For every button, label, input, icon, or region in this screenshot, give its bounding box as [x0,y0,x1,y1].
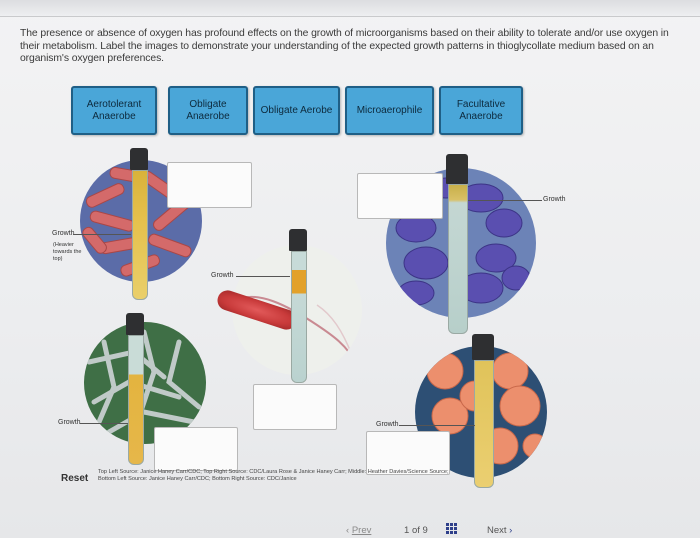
label-microaerophile[interactable]: Microaerophile [345,86,434,135]
growth-label-1: Growth [52,230,75,237]
test-tube-1 [132,170,148,300]
label-aerotolerant-anaerobe-text: Aerotolerant Anaerobe [86,98,142,122]
label-obligate-anaerobe-text: Obligate Anaerobe [186,98,230,122]
image-source-credits: Top Left Source: Janice Haney Carr/CDC; … [98,469,449,482]
micrograph-bottom-left [84,322,206,444]
drop-target-5[interactable] [366,431,450,475]
reset-button[interactable]: Reset [61,473,89,484]
drop-target-1[interactable] [167,162,252,208]
growth-pointer-3 [80,423,128,424]
growth-label-4: Growth [543,196,566,203]
next-label: Next [487,525,507,536]
page-total: 9 [422,525,428,536]
label-microaerophile-text: Microaerophile [356,104,423,116]
test-tube-5 [474,360,494,488]
growth-pointer-4 [468,200,542,201]
test-tube-2 [291,251,307,383]
page-of: of [411,525,420,536]
test-tube-3 [128,335,144,465]
tube-cap-2 [289,229,307,251]
tube-cap-5 [472,334,494,360]
grid-menu-icon[interactable] [446,523,458,538]
drop-target-4[interactable] [357,173,443,219]
drop-target-3[interactable] [253,384,337,430]
growth-label-2: Growth [211,272,234,279]
growth-label-3: Growth [58,419,81,426]
next-button[interactable]: Next › [487,525,512,536]
heavier-note: (Heavier towards the top) [53,242,82,262]
page-current: 1 [404,525,410,536]
growth-label-5: Growth [376,421,399,428]
label-obligate-aerobe[interactable]: Obligate Aerobe [253,86,340,135]
page-indicator: 1 of 9 [404,525,428,536]
test-tube-4 [448,184,468,334]
tube-cap-3 [126,313,144,335]
top-edge-bar [0,0,700,17]
drop-target-2[interactable] [154,427,238,471]
next-chevron-icon: › [506,525,513,536]
purple-cocci-image [395,177,531,306]
growth-pointer-2 [236,276,290,277]
prev-button[interactable]: ‹ Prev [346,525,371,536]
growth-pointer-5 [399,425,475,426]
gray-filament-bacteria-image [86,329,202,435]
label-facultative-anaerobe-text: Facultative Anaerobe [456,98,506,122]
label-facultative-anaerobe[interactable]: Facultative Anaerobe [439,86,523,135]
label-obligate-aerobe-text: Obligate Aerobe [260,104,333,116]
tube-cap-4 [446,154,468,184]
question-prompt: The presence or absence of oxygen has pr… [20,28,669,64]
prev-chevron-icon: ‹ [346,525,352,536]
prev-label: Prev [351,525,372,536]
label-aerotolerant-anaerobe[interactable]: Aerotolerant Anaerobe [71,86,157,135]
tube-cap-1 [130,148,148,170]
label-obligate-anaerobe[interactable]: Obligate Anaerobe [168,86,248,135]
growth-pointer-1 [73,234,131,235]
